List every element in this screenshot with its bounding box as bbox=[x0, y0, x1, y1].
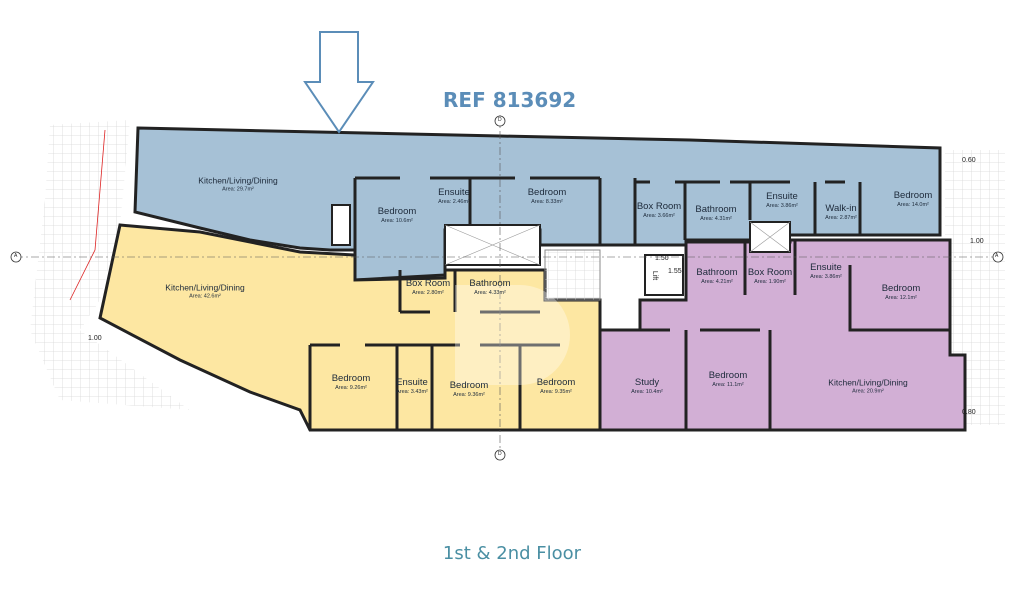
room-name: Ensuite bbox=[396, 377, 428, 388]
room-name: Ensuite bbox=[438, 187, 470, 198]
room-name: Kitchen/Living/Dining bbox=[828, 377, 908, 388]
room-area: Area: 3.43m² bbox=[396, 389, 428, 395]
room-name: Box Room bbox=[747, 267, 793, 278]
room-name: Bathroom bbox=[695, 204, 737, 215]
grid-marker-label: A bbox=[995, 253, 999, 259]
room-area: Area: 8.33m² bbox=[531, 199, 563, 205]
room-name: Ensuite bbox=[810, 262, 842, 273]
room-area: Area: 10.4m² bbox=[631, 389, 663, 395]
grid-marker-label: D bbox=[498, 451, 502, 457]
room-name: Box Room bbox=[636, 201, 682, 212]
room-area: Area: 3.66m² bbox=[643, 213, 675, 219]
grid-marker-icons bbox=[10, 115, 1004, 461]
room-name: Bathroom bbox=[696, 267, 738, 278]
room-area: Area: 10.6m² bbox=[381, 218, 413, 224]
dimension-label: 1.00 bbox=[970, 238, 984, 245]
room-name: Box Room bbox=[405, 278, 451, 289]
room-name: Study bbox=[634, 377, 660, 388]
terrace-left bbox=[30, 120, 190, 410]
interior-walls bbox=[308, 176, 950, 430]
room-area: Area: 12.1m² bbox=[885, 295, 917, 301]
lift-label: Lift bbox=[651, 270, 659, 281]
room-name: Bedroom bbox=[527, 187, 567, 198]
room-name: Bedroom bbox=[893, 190, 933, 201]
duct bbox=[331, 204, 351, 246]
room-area: Area: 4.33m² bbox=[474, 290, 506, 296]
dimension-label: 1.50 bbox=[655, 255, 669, 262]
room-area: Area: 20.9m² bbox=[852, 388, 884, 395]
room-area: Area: 2.87m² bbox=[825, 215, 857, 221]
room-area: Area: 2.80m² bbox=[412, 290, 444, 296]
room-name: Bedroom bbox=[708, 370, 748, 381]
dimension-label: 0.60 bbox=[962, 157, 976, 164]
room-name: Bathroom bbox=[469, 278, 511, 289]
room-area: Area: 11.1m² bbox=[712, 382, 744, 388]
lift-shaft bbox=[644, 254, 684, 296]
room-area: Area: 4.21m² bbox=[701, 279, 733, 285]
room-name: Ensuite bbox=[766, 191, 798, 202]
room-area: Area: 9.36m² bbox=[453, 392, 485, 398]
room-name: Bedroom bbox=[449, 380, 489, 391]
room-name: Bedroom bbox=[881, 283, 921, 294]
room-area: Area: 2.46m² bbox=[438, 199, 470, 205]
watermark-logo bbox=[455, 285, 570, 385]
room-area: Area: 42.6m² bbox=[189, 293, 221, 300]
room-name: Kitchen/Living/Dining bbox=[198, 175, 278, 186]
dimension-label: 0.80 bbox=[962, 409, 976, 416]
room-name: Bedroom bbox=[377, 206, 417, 217]
dimension-label: 1.00 bbox=[88, 335, 102, 342]
floor-label: 1st & 2nd Floor bbox=[442, 543, 582, 564]
room-area: Area: 4.31m² bbox=[700, 216, 732, 222]
room-area: Area: 9.35m² bbox=[540, 389, 572, 395]
room-name: Bedroom bbox=[536, 377, 576, 388]
room-area: Area: 3.86m² bbox=[766, 203, 798, 209]
room-area: Area: 14.0m² bbox=[897, 202, 929, 208]
stairwell-cross bbox=[444, 224, 541, 266]
room-name: Bedroom bbox=[331, 373, 371, 384]
room-area: Area: 1.90m² bbox=[754, 279, 786, 285]
reference-number: REF 813692 bbox=[443, 88, 577, 112]
stairs bbox=[544, 249, 601, 301]
room-area: Area: 3.86m² bbox=[810, 274, 842, 280]
room-area: Area: 9.26m² bbox=[335, 385, 367, 391]
down-arrow-icon bbox=[303, 31, 375, 134]
grid-marker-label: D bbox=[498, 117, 502, 123]
room-area: Area: 29.7m² bbox=[222, 186, 254, 193]
grid-marker-label: A bbox=[14, 253, 18, 259]
room-name: Kitchen/Living/Dining bbox=[165, 282, 245, 293]
boundary-line bbox=[69, 129, 106, 301]
dimension-label: 1.55 bbox=[668, 268, 682, 275]
room-name: Walk-in bbox=[825, 203, 857, 214]
